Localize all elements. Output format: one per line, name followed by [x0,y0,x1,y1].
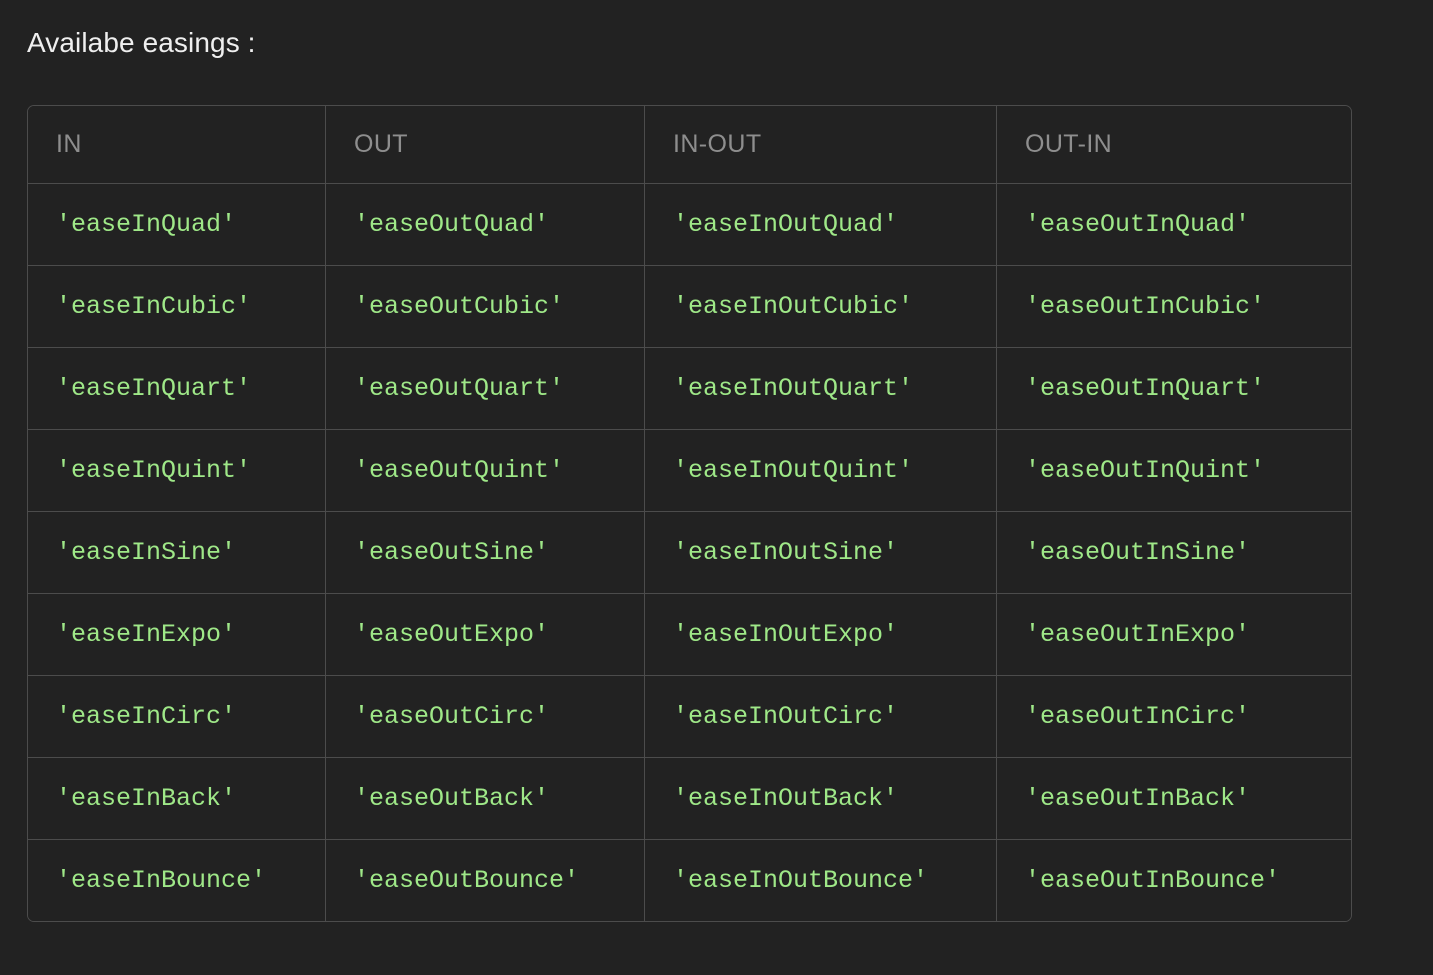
easing-cell: 'easeOutInQuad' [997,184,1351,266]
easing-cell: 'easeInOutBack' [645,758,997,840]
table-row: 'easeInQuad' 'easeOutQuad' 'easeInOutQua… [28,184,1351,266]
easing-cell: 'easeInCirc' [28,676,326,758]
table-row: 'easeInBack' 'easeOutBack' 'easeInOutBac… [28,758,1351,840]
easing-cell: 'easeInCubic' [28,266,326,348]
easing-cell: 'easeInOutSine' [645,512,997,594]
easing-cell: 'easeInOutCirc' [645,676,997,758]
easing-cell: 'easeOutSine' [326,512,645,594]
column-header-out: OUT [326,106,645,184]
easing-cell: 'easeOutCirc' [326,676,645,758]
table-row: 'easeInExpo' 'easeOutExpo' 'easeInOutExp… [28,594,1351,676]
easing-cell: 'easeInOutCubic' [645,266,997,348]
easing-cell: 'easeOutInBack' [997,758,1351,840]
easing-cell: 'easeInOutQuad' [645,184,997,266]
easing-cell: 'easeOutBounce' [326,840,645,921]
easing-cell: 'easeInQuad' [28,184,326,266]
easing-cell: 'easeInSine' [28,512,326,594]
easing-cell: 'easeInOutBounce' [645,840,997,921]
easing-cell: 'easeOutQuad' [326,184,645,266]
easing-cell: 'easeOutInBounce' [997,840,1351,921]
easings-table-container: IN OUT IN-OUT OUT-IN 'easeInQuad' 'easeO… [27,105,1352,922]
easing-cell: 'easeInExpo' [28,594,326,676]
easing-cell: 'easeOutInQuint' [997,430,1351,512]
easing-cell: 'easeInQuart' [28,348,326,430]
easing-cell: 'easeInQuint' [28,430,326,512]
available-easings-table: IN OUT IN-OUT OUT-IN 'easeInQuad' 'easeO… [27,105,1352,922]
easing-cell: 'easeOutInQuart' [997,348,1351,430]
easing-cell: 'easeOutInCirc' [997,676,1351,758]
easing-cell: 'easeInBounce' [28,840,326,921]
column-header-out-in: OUT-IN [997,106,1351,184]
easing-cell: 'easeOutQuint' [326,430,645,512]
table-row: 'easeInQuart' 'easeOutQuart' 'easeInOutQ… [28,348,1351,430]
table-row: 'easeInBounce' 'easeOutBounce' 'easeInOu… [28,840,1351,921]
table-row: 'easeInCirc' 'easeOutCirc' 'easeInOutCir… [28,676,1351,758]
table-row: 'easeInCubic' 'easeOutCubic' 'easeInOutC… [28,266,1351,348]
table-header: IN OUT IN-OUT OUT-IN [28,106,1351,184]
easing-cell: 'easeOutInExpo' [997,594,1351,676]
easing-cell: 'easeInOutExpo' [645,594,997,676]
easing-cell: 'easeOutQuart' [326,348,645,430]
page-title: Availabe easings : [27,27,256,58]
easing-cell: 'easeOutCubic' [326,266,645,348]
easing-cell: 'easeInOutQuint' [645,430,997,512]
table-row: 'easeInQuint' 'easeOutQuint' 'easeInOutQ… [28,430,1351,512]
table-body: 'easeInQuad' 'easeOutQuad' 'easeInOutQua… [28,184,1351,921]
column-header-in: IN [28,106,326,184]
easing-cell: 'easeOutBack' [326,758,645,840]
table-row: 'easeInSine' 'easeOutSine' 'easeInOutSin… [28,512,1351,594]
easing-cell: 'easeInBack' [28,758,326,840]
easing-cell: 'easeInOutQuart' [645,348,997,430]
easing-cell: 'easeOutInSine' [997,512,1351,594]
table-header-row: IN OUT IN-OUT OUT-IN [28,106,1351,184]
easing-cell: 'easeOutExpo' [326,594,645,676]
easing-cell: 'easeOutInCubic' [997,266,1351,348]
column-header-in-out: IN-OUT [645,106,997,184]
